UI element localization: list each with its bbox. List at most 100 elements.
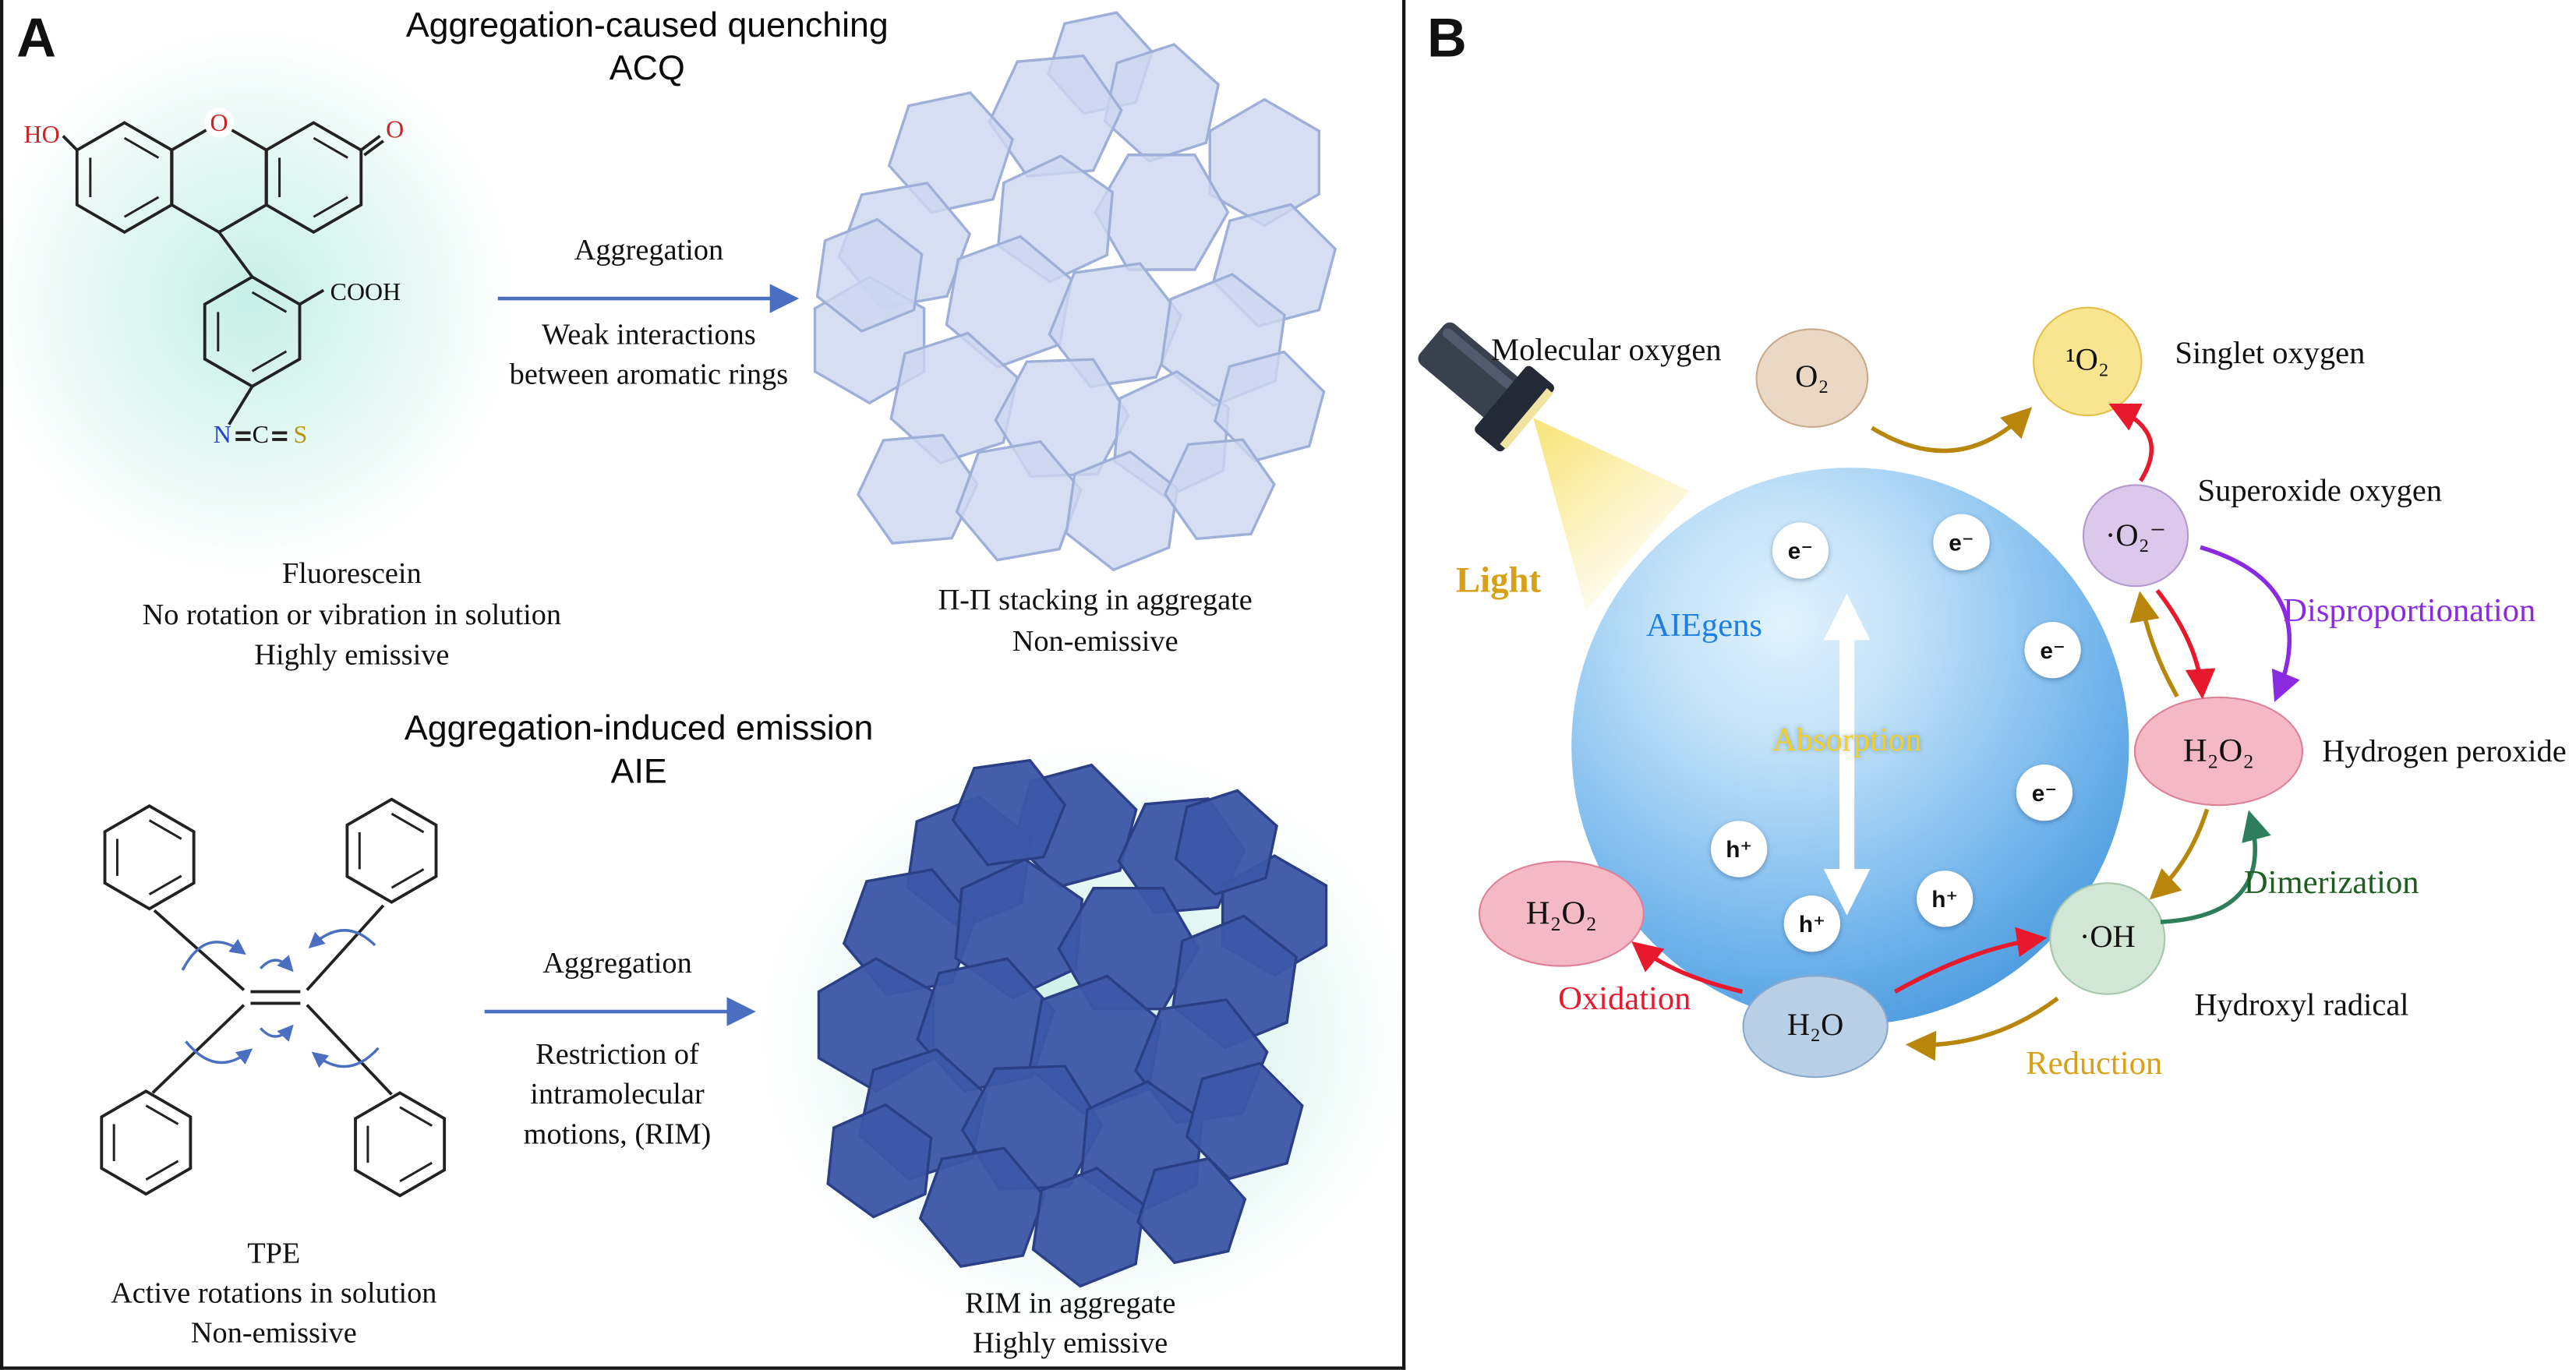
panel-a-label: A [16, 6, 57, 69]
acq-hexagon-aggregate [813, 11, 1337, 572]
hydrogen-peroxide-bubble-right: H₂O₂ [2133, 696, 2304, 807]
panel-divider-line [1402, 0, 1406, 1370]
aie-hexagon-aggregate [817, 758, 1328, 1288]
fluorescein-caption-1: Fluorescein [281, 556, 422, 590]
left-border-line [0, 0, 4, 1370]
tpe-caption-3: Non-emissive [190, 1315, 357, 1350]
acq-aggregate-caption-2: Non-emissive [1012, 624, 1178, 658]
ring-oxygen-mask [203, 108, 235, 138]
arrow-superoxide-to-h2o2 [2155, 588, 2216, 700]
superoxide-bubble: ·O₂⁻ [2082, 484, 2189, 588]
atom-o-ring: O [210, 109, 228, 136]
arrow-h2o2-to-oh [2149, 808, 2210, 900]
panel-a-graphics: HO O O COOH N C S [0, 11, 1403, 1329]
absorption-label: Absorption [1772, 722, 1922, 759]
fluorescein-atom-labels: HO O O COOH N C S [24, 109, 405, 448]
hexagon [815, 217, 924, 333]
molecular-oxygen-label: Molecular oxygen [1491, 333, 1722, 369]
singlet-oxygen-label: Singlet oxygen [2175, 336, 2366, 372]
aie-title: Aggregation-induced emission [404, 709, 874, 748]
electron-badge: e⁻ [1933, 514, 1990, 571]
aie-aggregate-caption-2: Highly emissive [973, 1326, 1168, 1359]
molecular-oxygen-bubble: O₂ [1755, 328, 1869, 429]
fluorescein-caption-3: Highly emissive [254, 637, 450, 671]
acq-arrow-label-2: between aromatic rings [509, 357, 789, 391]
aie-abbrev: AIE [610, 753, 667, 792]
hexagon [1174, 789, 1278, 896]
hydrogen-peroxide-bubble-left: H₂O₂ [1478, 860, 1645, 967]
dimerization-label: Dimerization [2243, 864, 2419, 902]
aromatic-bond [390, 812, 425, 834]
hydrogen-peroxide-label: Hydrogen peroxide [2322, 734, 2567, 770]
tpe-bonds [151, 904, 393, 1096]
acq-abbrev: ACQ [609, 49, 685, 88]
water-bubble: H₂O [1742, 975, 1889, 1079]
reduction-label: Reduction [2026, 1045, 2163, 1082]
acq-aggregate-caption-1: Π-Π stacking in aggregate [938, 582, 1253, 616]
bottom-border-line [0, 1366, 1406, 1370]
hexagon [1136, 1156, 1247, 1265]
panel-b-label: B [1426, 6, 1467, 69]
flashlight-icon [1418, 322, 1554, 452]
hydroxyl-radical-label: Hydroxyl radical [2194, 988, 2409, 1023]
hexagon [100, 1089, 193, 1196]
atom-cooh: COOH [330, 278, 401, 305]
tpe-rotation-arrows [181, 929, 380, 1068]
aromatic-bond [399, 1161, 433, 1183]
acq-title: Aggregation-caused quenching [405, 6, 889, 45]
atom-c: C [253, 421, 269, 448]
superoxide-oxygen-label: Superoxide oxygen [2197, 474, 2443, 510]
aromatic-bond [399, 1106, 433, 1127]
arrow-disproportionation [2200, 545, 2300, 702]
disproportionation-label: Disproportionation [2283, 592, 2536, 630]
arrow-superoxide-to-singlet [2108, 403, 2154, 482]
aromatic-bond [145, 1160, 179, 1181]
atom-o-keto: O [386, 116, 404, 143]
aromatic-bond [145, 1104, 179, 1125]
acq-arrow-label-top: Aggregation [574, 232, 724, 267]
hexagon [951, 758, 1067, 867]
atom-n: N [214, 421, 231, 448]
aromatic-bond [148, 874, 182, 895]
aie-arrow-label-3: motions, (RIM) [523, 1117, 712, 1150]
aie-aggregate-caption-1: RIM in aggregate [965, 1286, 1176, 1319]
hexagon [1185, 1061, 1304, 1181]
oxidation-label: Oxidation [1558, 980, 1691, 1018]
hexagon [1094, 154, 1230, 271]
aromatic-bond [313, 196, 348, 218]
hexagon [345, 797, 438, 904]
light-label: Light [1455, 559, 1542, 601]
aromatic-bond [313, 136, 348, 159]
aromatic-bond [123, 196, 160, 218]
aie-arrow-label-2: intramolecular [530, 1077, 705, 1110]
aie-arrow-label-1: Restriction of [535, 1037, 699, 1071]
aie-arrow-label-top: Aggregation [542, 946, 692, 980]
tpe-caption-2: Active rotations in solution [111, 1276, 437, 1310]
tpe-structure [100, 797, 447, 1198]
atom-ho: HO [24, 121, 60, 148]
hydroxyl-radical-bubble: ·OH [2049, 882, 2166, 995]
electron-badge: e⁻ [1772, 522, 1829, 579]
electron-badge: e⁻ [2016, 764, 2073, 821]
atom-s: S [293, 421, 307, 448]
arrow-o2-to-singlet [1871, 407, 2033, 454]
hexagon [1208, 97, 1321, 228]
aromatic-bond [251, 350, 288, 373]
hexagon [354, 1091, 447, 1198]
arrow-h2o2-to-superoxide [2129, 591, 2179, 698]
hexagon [1163, 438, 1276, 541]
tpe-caption-1: TPE [247, 1236, 301, 1269]
fluorescein-glow [0, 28, 518, 576]
arrow-dimerization [2160, 810, 2271, 924]
hexagon [1103, 43, 1220, 163]
fluorescein-caption-2: No rotation or vibration in solution [142, 598, 562, 631]
acq-arrow-label-1: Weak interactions [542, 317, 756, 351]
singlet-oxygen-bubble: ¹O₂ [2033, 306, 2143, 417]
fluorescein-bonds [62, 134, 384, 441]
aromatic-bond [390, 868, 425, 889]
aromatic-bond [251, 291, 288, 313]
hexagon [826, 1103, 933, 1219]
aromatic-bond [148, 819, 182, 840]
